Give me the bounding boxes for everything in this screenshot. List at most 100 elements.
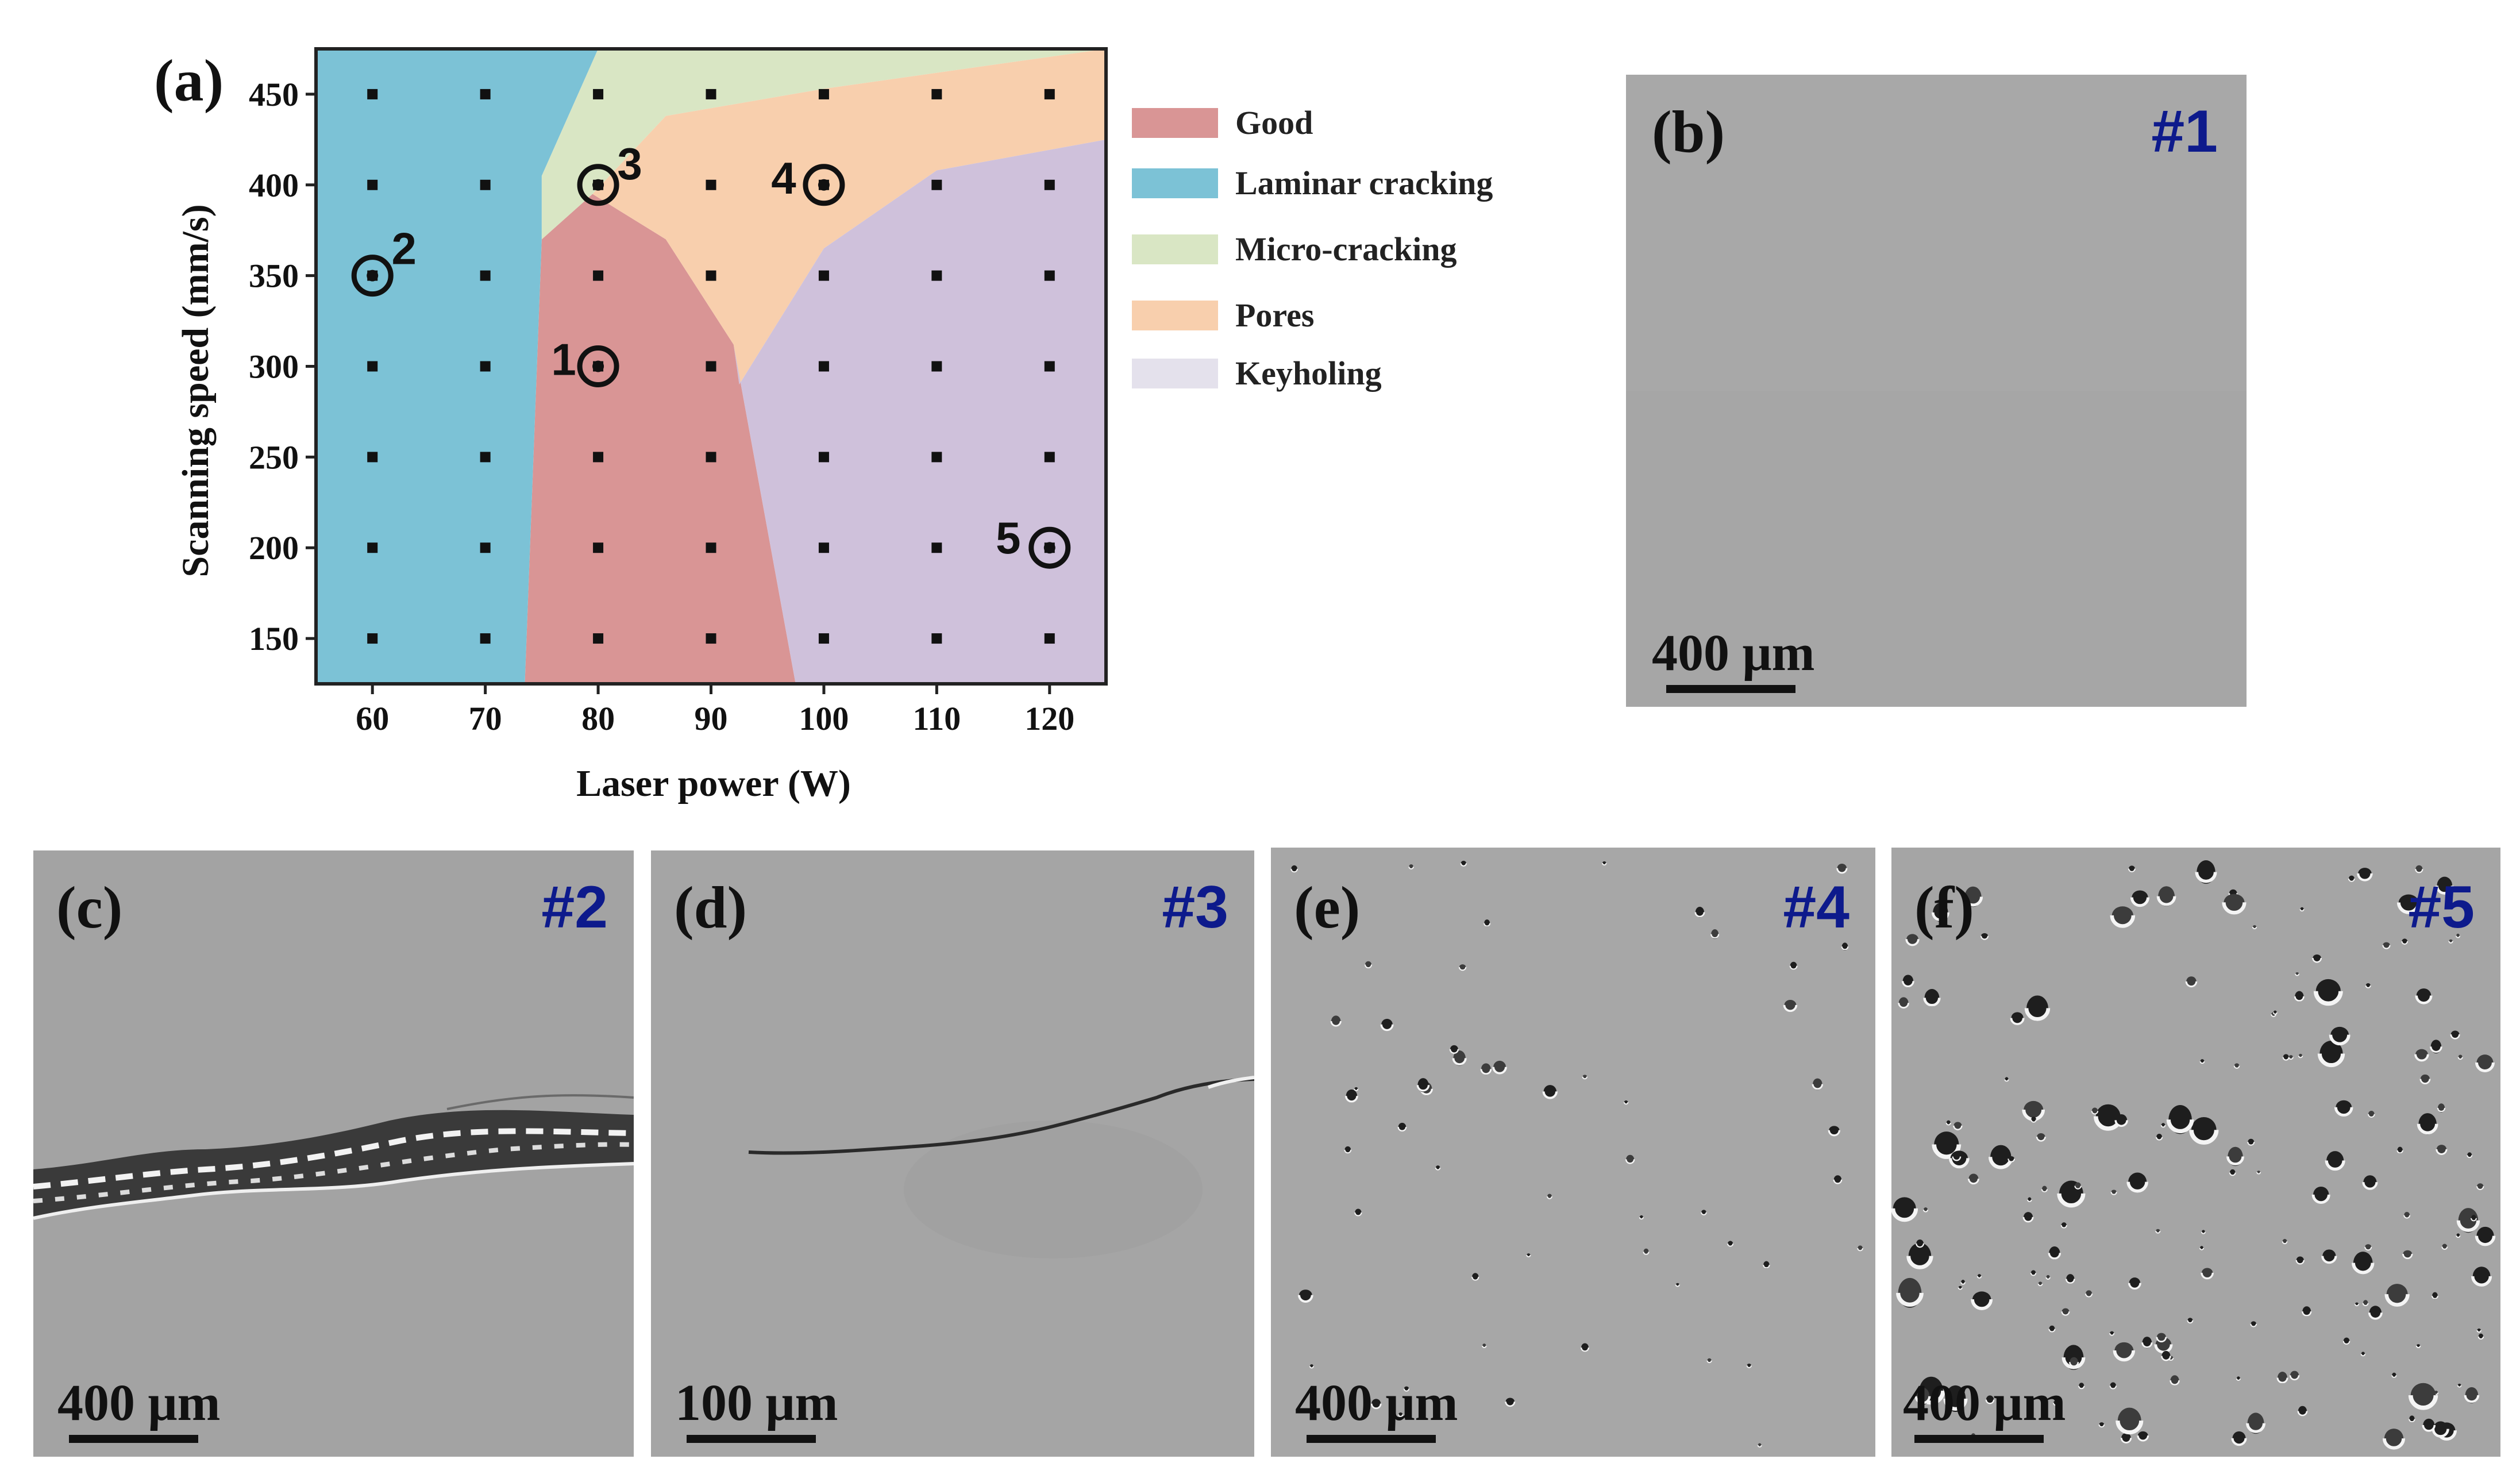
pore bbox=[2282, 1238, 2287, 1244]
grid-point bbox=[593, 88, 604, 99]
scale-bar-f bbox=[1914, 1435, 2044, 1443]
pore bbox=[1404, 1386, 1409, 1391]
pore bbox=[2450, 1030, 2460, 1038]
pore bbox=[2121, 1433, 2131, 1443]
pore bbox=[2161, 1350, 2171, 1361]
pore-rim bbox=[2116, 1420, 2144, 1435]
panel-a-label: (a) bbox=[154, 48, 224, 114]
micrograph-f-pores bbox=[1891, 848, 2500, 1457]
pore-rim bbox=[2004, 1079, 2009, 1082]
grid-point bbox=[367, 179, 378, 190]
grid-point bbox=[1044, 452, 1055, 463]
pore-rim bbox=[2419, 1079, 2431, 1084]
scale-bar-d bbox=[687, 1435, 816, 1443]
pore-rim bbox=[1330, 1021, 1342, 1027]
pore-rim bbox=[2415, 995, 2433, 1004]
grid-point bbox=[818, 633, 829, 644]
pore bbox=[2290, 1371, 2299, 1380]
pore bbox=[2091, 1107, 2098, 1115]
pore bbox=[1626, 1154, 1635, 1164]
panel-d-label: (d) bbox=[674, 875, 747, 941]
pore bbox=[2024, 1100, 2044, 1119]
pore-rim bbox=[2052, 1403, 2059, 1406]
pore-rim bbox=[1694, 912, 1705, 918]
pore bbox=[2477, 1328, 2481, 1332]
pore-rim bbox=[1345, 1095, 1358, 1103]
pore-rim bbox=[2256, 1172, 2261, 1175]
grid-point bbox=[593, 542, 604, 553]
pore bbox=[1355, 1208, 1362, 1217]
pore-rim bbox=[2098, 1424, 2105, 1428]
pore bbox=[1453, 1050, 1466, 1066]
pore-rim bbox=[2045, 1277, 2051, 1280]
pore bbox=[2011, 1012, 2024, 1024]
marked-point-4-ring bbox=[803, 164, 845, 206]
pore bbox=[2397, 1146, 2403, 1154]
pore-rim bbox=[2415, 1345, 2421, 1348]
pore bbox=[2295, 972, 2299, 975]
pore-rim bbox=[2030, 1119, 2037, 1123]
pore-rim bbox=[1931, 912, 1949, 922]
x-tick-label: 60 bbox=[356, 700, 389, 737]
pore bbox=[2442, 1244, 2448, 1250]
pore-rim bbox=[2298, 1055, 2303, 1058]
pore-rim bbox=[2403, 1215, 2411, 1219]
pore bbox=[2234, 1063, 2240, 1068]
pore-rim bbox=[2069, 1362, 2079, 1367]
pore bbox=[2418, 1113, 2437, 1135]
grid-point bbox=[818, 452, 829, 463]
pore-rim bbox=[2109, 1333, 2115, 1336]
pore-rim bbox=[2199, 1248, 2204, 1250]
pore bbox=[2476, 1054, 2494, 1071]
pore bbox=[1833, 1175, 1842, 1184]
pore-rim bbox=[1482, 1345, 1487, 1348]
pore-rim bbox=[1953, 1125, 1963, 1130]
legend-label-micro-cracking: Micro-cracking bbox=[1235, 230, 1457, 268]
pore-rim bbox=[2365, 985, 2371, 988]
pore bbox=[2363, 1300, 2368, 1306]
pore-rim bbox=[2312, 957, 2322, 963]
pore bbox=[2117, 1407, 2141, 1434]
pore-rim bbox=[2091, 1111, 2099, 1115]
marked-point-2-dot bbox=[367, 270, 379, 282]
pore-rim bbox=[2250, 1323, 2257, 1327]
pore-rim bbox=[2226, 1156, 2244, 1165]
grid-point bbox=[931, 270, 942, 281]
grid-point bbox=[818, 88, 829, 99]
pore-rim bbox=[1380, 1024, 1394, 1031]
grid-point bbox=[931, 452, 942, 463]
grid-point bbox=[593, 452, 604, 463]
grid-point bbox=[367, 361, 378, 372]
pore bbox=[2023, 1212, 2033, 1222]
marked-point-5-label: 5 bbox=[996, 513, 1020, 563]
legend-label-laminar-cracking: Laminar cracking bbox=[1235, 164, 1493, 202]
pore bbox=[2313, 954, 2321, 962]
grid-point bbox=[593, 270, 604, 281]
laminar-crack bbox=[33, 1110, 634, 1218]
pore bbox=[1813, 1078, 1822, 1090]
pore-rim bbox=[2189, 1129, 2219, 1145]
pore bbox=[1898, 997, 1909, 1009]
pore bbox=[1547, 1194, 1552, 1199]
pore-rim bbox=[2456, 936, 2461, 938]
pore bbox=[2099, 1422, 2105, 1427]
pore bbox=[2224, 894, 2245, 911]
micrograph-d-texture bbox=[651, 850, 1254, 1457]
marked-point-1-label: 1 bbox=[551, 334, 576, 385]
pore-rim bbox=[2302, 1311, 2312, 1317]
pore-rim bbox=[1836, 868, 1848, 874]
pore-rim bbox=[1480, 1069, 1492, 1075]
pore-rim bbox=[1960, 1282, 1966, 1285]
pore bbox=[2296, 1256, 2304, 1264]
pore bbox=[1435, 1165, 1440, 1170]
pore-rim bbox=[2471, 1218, 2477, 1222]
pore-rim bbox=[2024, 1008, 2051, 1021]
pore-rim bbox=[2448, 941, 2453, 944]
pore bbox=[1902, 975, 1914, 988]
pore-rim bbox=[2195, 872, 2217, 883]
pore bbox=[2330, 1026, 2349, 1043]
pore-rim bbox=[1623, 1102, 1629, 1105]
pore-rim bbox=[1943, 1398, 1968, 1411]
pore-rim bbox=[2027, 1199, 2032, 1202]
marked-point-5-ring bbox=[1028, 526, 1071, 569]
